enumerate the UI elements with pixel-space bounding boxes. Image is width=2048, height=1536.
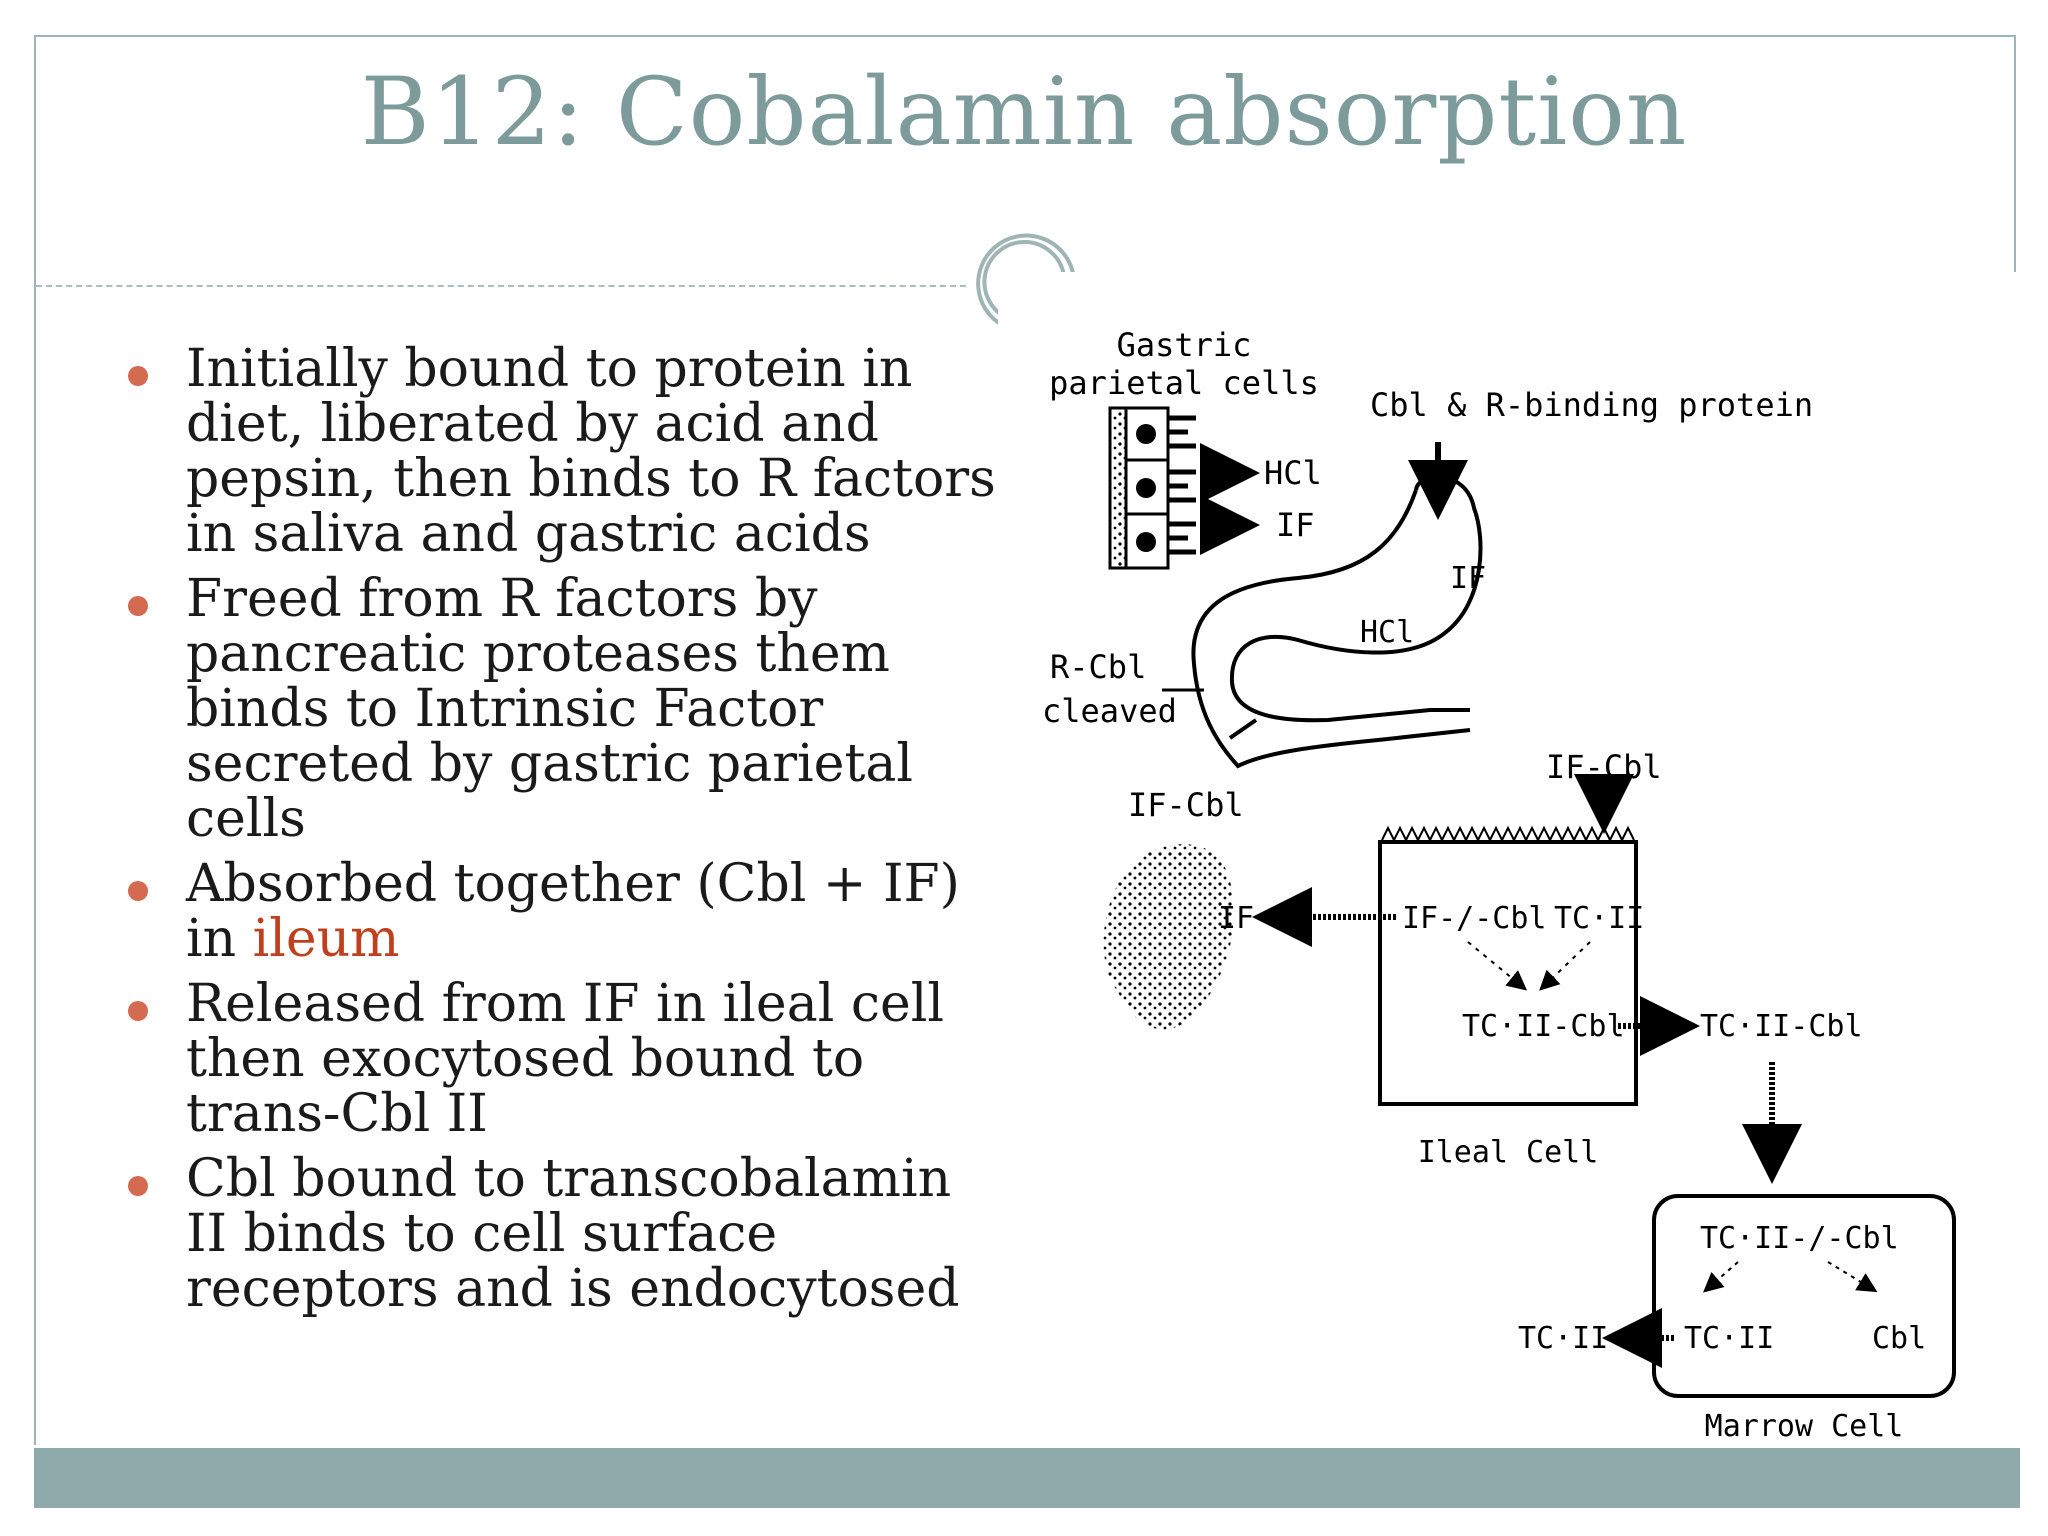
if-cbl-top-label: IF-Cbl	[1546, 748, 1662, 786]
if-output-label: IF	[1276, 506, 1315, 544]
bullet-text: Freed from R factors by pancreatic prote…	[186, 569, 913, 849]
ileal-if-cbl-label: IF-/-Cbl	[1402, 901, 1547, 936]
marrow-cell-label: Marrow Cell	[1705, 1409, 1904, 1444]
frame-right-border	[2014, 35, 2016, 275]
marrow-tc2-out-label: TC·II	[1518, 1321, 1608, 1356]
bullet-marker	[128, 596, 148, 616]
marrow-split-arrow-left	[1702, 1261, 1739, 1293]
absorption-diagram-svg: Gastric parietal cells HCl IF Cbl & R-bi…	[1042, 326, 1956, 1444]
ileal-cell-label: Ileal Cell	[1418, 1135, 1599, 1170]
title-divider	[36, 285, 966, 287]
bullet-marker	[128, 1176, 148, 1196]
marrow-cbl-label: Cbl	[1872, 1321, 1926, 1356]
bullet-item: Initially bound to protein in diet, libe…	[124, 342, 1004, 562]
ileal-tc2-cbl-label: TC·II-Cbl	[1462, 1009, 1625, 1044]
bullet-marker	[128, 1001, 148, 1021]
stomach-if-label: IF	[1450, 561, 1486, 596]
bullet-item: Freed from R factors by pancreatic prote…	[124, 572, 1004, 847]
stomach-graphic	[1191, 474, 1483, 769]
bullet-text: Cbl bound to transcobalamin II binds to …	[186, 1149, 960, 1319]
if-cbl-left-label: IF-Cbl	[1128, 786, 1244, 824]
slide-title: B12: Cobalamin absorption	[360, 58, 1688, 167]
bullet-item: Released from IF in ileal cell then exoc…	[124, 977, 1004, 1142]
lumen-stipple	[1103, 844, 1234, 1030]
ileal-merge-arrow-right	[1539, 941, 1591, 991]
r-cbl-label-line1: R-Cbl	[1050, 648, 1146, 686]
decorative-circle-icon	[976, 233, 1075, 330]
ileal-if-label: IF	[1218, 901, 1254, 936]
bullet-list: Initially bound to protein in diet, libe…	[124, 342, 1004, 1327]
marrow-cell-box	[1652, 1194, 1956, 1398]
ileal-cell-box	[1378, 840, 1638, 1106]
bullet-item: Cbl bound to transcobalamin II binds to …	[124, 1152, 1004, 1317]
ileal-microvilli	[1381, 825, 1635, 843]
parietal-cells-graphic	[1108, 406, 1196, 570]
r-cbl-label-line2: cleaved	[1042, 692, 1177, 730]
bullet-text: Released from IF in ileal cell then exoc…	[186, 974, 945, 1144]
absorption-diagram: Gastric parietal cells HCl IF Cbl & R-bi…	[998, 272, 2042, 1452]
cbl-r-binding-label: Cbl & R-binding protein	[1370, 386, 1813, 424]
hcl-output-label: HCl	[1264, 454, 1322, 492]
ileal-merge-arrow-left	[1467, 941, 1528, 991]
bullet-marker	[128, 366, 148, 386]
bullet-marker	[128, 881, 148, 901]
stomach-hcl-label: HCl	[1360, 615, 1414, 650]
bullet-item: Absorbed together (Cbl + IF) in ileum	[124, 857, 1004, 967]
bullet-highlight-text: ileum	[252, 909, 400, 969]
bullet-text: Initially bound to protein in diet, libe…	[186, 339, 996, 564]
marrow-tc2-label: TC·II	[1684, 1321, 1774, 1356]
frame-top-border	[34, 35, 2014, 37]
marrow-tc2-cbl-label: TC·II-/-Cbl	[1700, 1221, 1899, 1256]
frame-left-border	[34, 35, 36, 1445]
bullet-text: Absorbed together (Cbl + IF) in	[186, 854, 960, 969]
footer-bar	[34, 1448, 2020, 1508]
gastric-label-line2: parietal cells	[1049, 364, 1319, 402]
gastric-label-line1: Gastric	[1117, 326, 1252, 364]
ileal-tc2-label: TC·II	[1554, 901, 1644, 936]
ext-tc2-cbl-label: TC·II-Cbl	[1700, 1009, 1863, 1044]
